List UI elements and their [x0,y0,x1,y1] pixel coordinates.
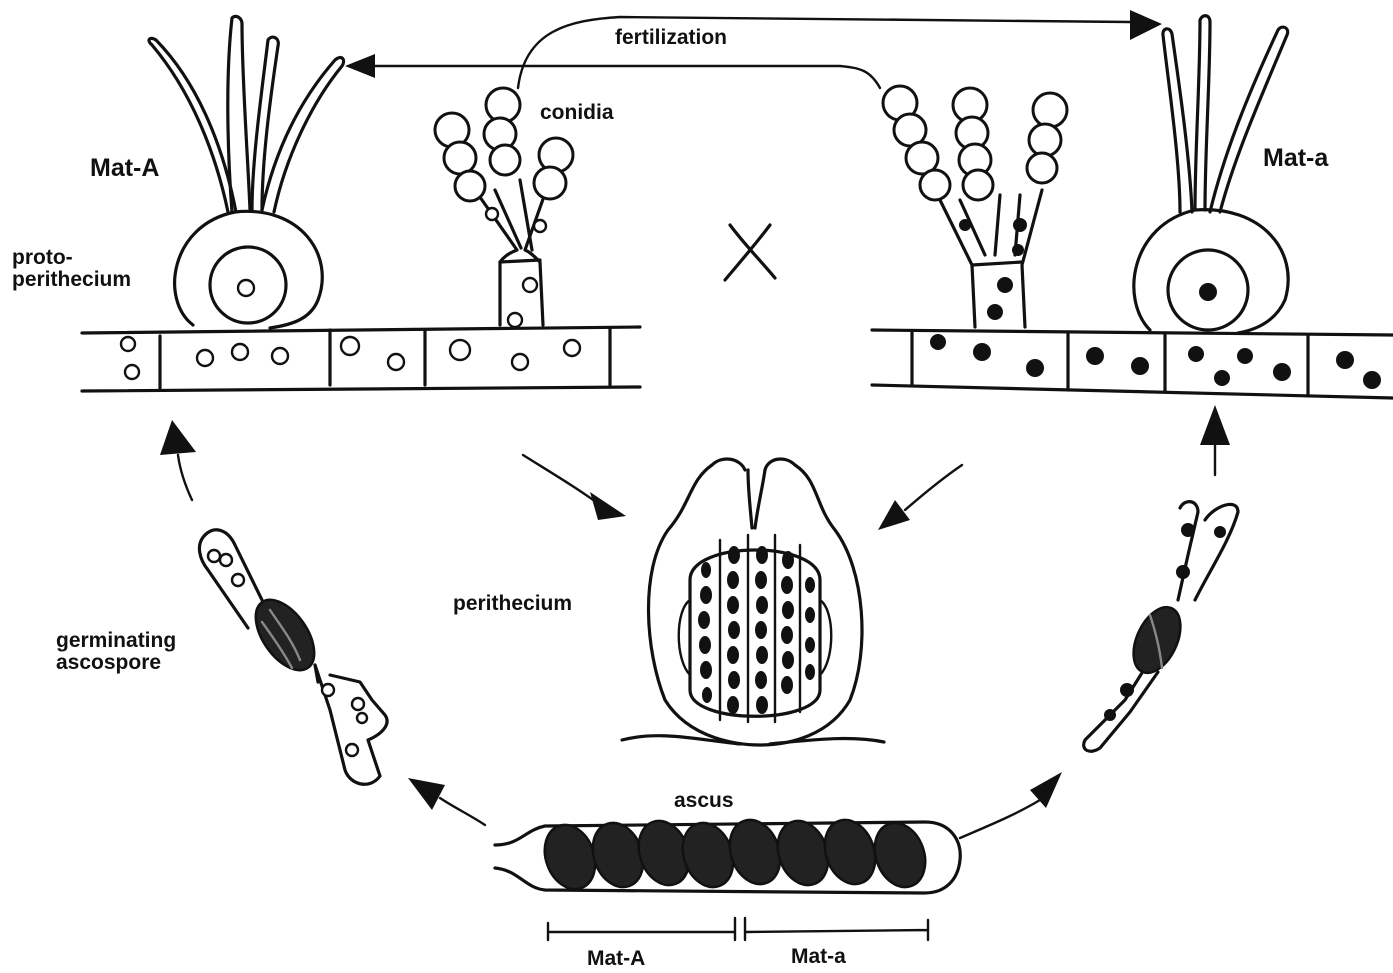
conidia-chain-mat-a [883,86,1067,200]
cross-symbol [725,225,775,280]
protoperithecium-mat-A [149,16,344,328]
germinating-ascospore-mat-a [1084,502,1238,752]
ascospores-in-asci [698,546,815,714]
perithecium [622,459,884,745]
mat-A-hypha-nuclei [121,337,580,379]
mat-a-hypha [872,330,1393,398]
ascus-label: ascus [674,790,734,812]
germinating-ascospore-label: germinating ascospore [56,630,176,674]
mat-a-hypha-nuclei [930,334,1381,389]
germinating-ascospore-mat-A [199,530,387,784]
protoperithecium-label: proto- perithecium [12,247,131,291]
trichogyne-mat-A [149,16,344,212]
mat-A-hypha [82,327,640,391]
asci-bundle [679,535,832,722]
mat-A-label-bottom: Mat-A [587,948,645,970]
mat-A-label-top: Mat-A [90,155,159,181]
perithecium-label: perithecium [453,593,572,615]
mat-a-label-top: Mat-a [1263,145,1328,171]
cycle-arrows [160,405,1230,838]
conidiophore-mat-a [883,86,1067,327]
trichogyne-mat-a [1163,16,1288,212]
ascus-brackets [548,918,928,940]
conidia-label: conidia [540,102,614,124]
mat-a-label-bottom: Mat-a [791,946,846,968]
ascus [495,813,960,940]
fertilization-arrows [345,10,1162,88]
protoperithecium-mat-a [1134,16,1288,333]
fertilization-label: fertilization [615,27,727,49]
